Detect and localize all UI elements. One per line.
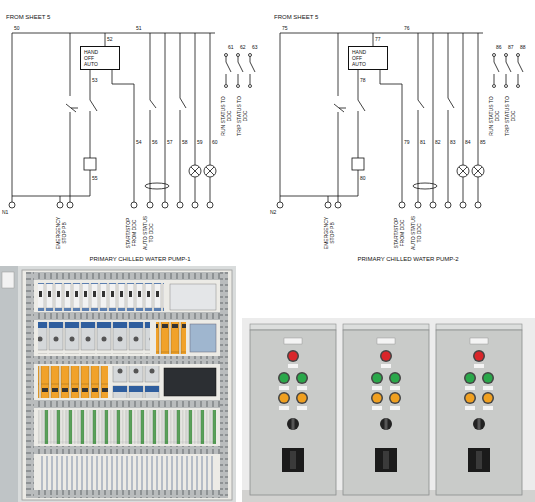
wire-number: 62 xyxy=(240,45,246,51)
contact-label: TRIP STATUS TO DDC xyxy=(237,92,248,140)
panel-photo-closed xyxy=(242,318,535,502)
switch-position: OFF xyxy=(84,55,116,61)
terminal-label: AUTO STATUS TO DDC xyxy=(411,212,422,254)
contact-label: RUN STATUS TO DDC xyxy=(489,92,500,140)
wire-number: 56 xyxy=(152,140,158,146)
switch-position: HAND xyxy=(84,49,116,55)
terminal-label: EMERGENCY STOP PB xyxy=(56,212,67,254)
wire-number: 80 xyxy=(360,176,366,182)
wire-number: 59 xyxy=(197,140,203,146)
wire-number: 63 xyxy=(252,45,258,51)
control-schematic xyxy=(277,33,523,208)
terminal-label: AUTO STATUS TO DDC xyxy=(143,212,154,254)
wire-number: 77 xyxy=(375,37,381,43)
terminal-label: START/STOP FROM DDC xyxy=(126,212,137,254)
wire-number: 76 xyxy=(404,26,410,32)
wire-number: 86 xyxy=(496,45,502,51)
wire-number: 78 xyxy=(360,78,366,84)
terminal-label: EMERGENCY STOP PB xyxy=(324,212,335,254)
wire-number: 82 xyxy=(435,140,441,146)
wire-number: 60 xyxy=(212,140,218,146)
switch-position: HAND xyxy=(352,49,384,55)
switch-position: OFF xyxy=(352,55,384,61)
switch-position: AUTO xyxy=(352,61,384,67)
wire-number: 53 xyxy=(92,78,98,84)
selector-switch: HANDOFFAUTO xyxy=(80,46,120,70)
wire-number: 52 xyxy=(107,37,113,43)
wire-number: 50 xyxy=(14,26,20,32)
sheet-reference: FROM SHEET 5 xyxy=(6,14,50,21)
circuit-title: PRIMARY CHILLED WATER PUMP-2 xyxy=(357,256,458,263)
contact-label: RUN STATUS TO DDC xyxy=(221,92,232,140)
contact-label: TRIP STATUS TO DDC xyxy=(505,92,516,140)
wire-number: 61 xyxy=(228,45,234,51)
wire-number: 57 xyxy=(167,140,173,146)
wire-number: 51 xyxy=(136,26,142,32)
wire-number: 75 xyxy=(282,26,288,32)
wire-number: 55 xyxy=(92,176,98,182)
panel-photo-open xyxy=(0,266,236,502)
terminal-label: N2 xyxy=(270,210,276,216)
wire-number: 85 xyxy=(480,140,486,146)
switch-position: AUTO xyxy=(84,61,116,67)
wire-number: 87 xyxy=(508,45,514,51)
control-schematic xyxy=(9,33,255,208)
wire-number: 81 xyxy=(420,140,426,146)
sheet-reference: FROM SHEET 5 xyxy=(274,14,318,21)
wire-number: 83 xyxy=(450,140,456,146)
wire-number: 54 xyxy=(136,140,142,146)
wire-number: 88 xyxy=(520,45,526,51)
terminal-label: START/STOP FROM DDC xyxy=(394,212,405,254)
selector-switch: HANDOFFAUTO xyxy=(348,46,388,70)
circuit-title: PRIMARY CHILLED WATER PUMP-1 xyxy=(89,256,190,263)
wire-number: 84 xyxy=(465,140,471,146)
wire-number: 58 xyxy=(182,140,188,146)
wire-number: 79 xyxy=(404,140,410,146)
terminal-label: N1 xyxy=(2,210,8,216)
